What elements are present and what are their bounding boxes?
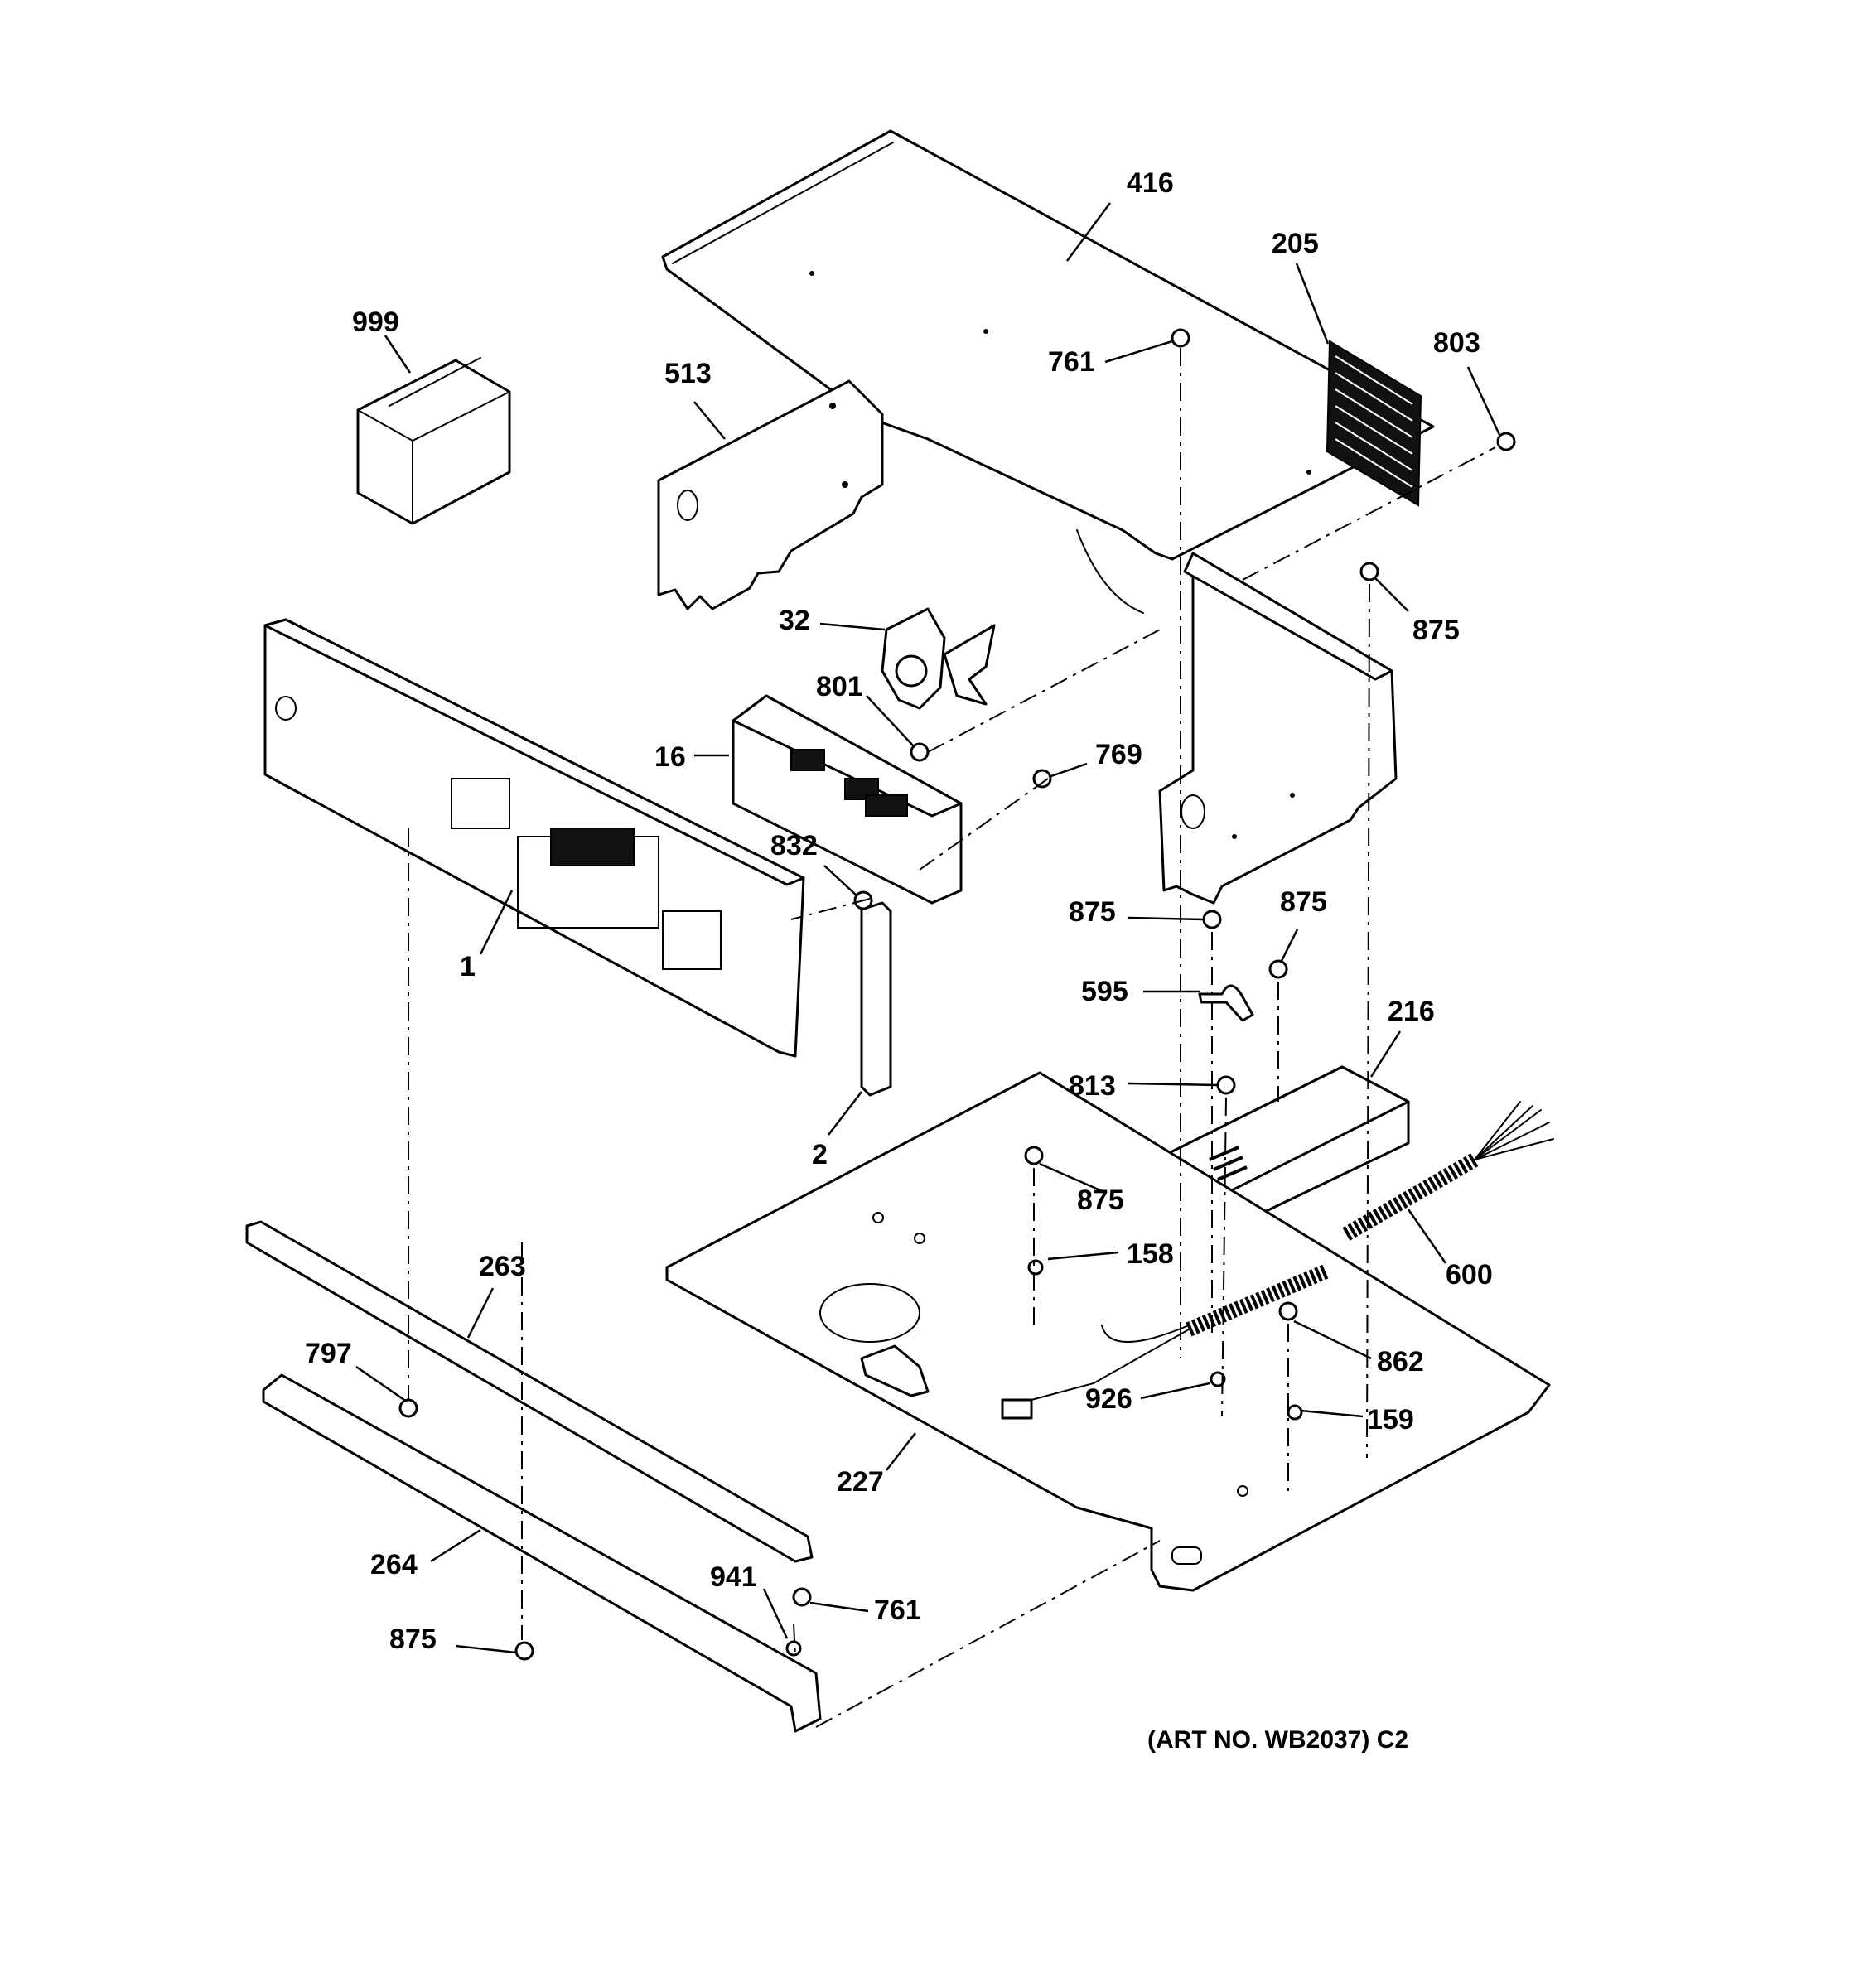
vent-grille-part: [1326, 340, 1422, 507]
callout-761: 761: [874, 1595, 921, 1626]
callout-832: 832: [770, 830, 818, 861]
front-trim-263-part: [245, 1220, 814, 1563]
rear-wrapper-part: [1076, 529, 1398, 905]
parts-box-part: [356, 357, 511, 525]
callout-595: 595: [1081, 976, 1128, 1007]
callout-761: 761: [1048, 346, 1095, 378]
callout-labels: 416 205 999 761 803 513 875 32 801 16 76…: [305, 167, 1493, 1655]
callout-875: 875: [1280, 886, 1327, 918]
front-trim-264-part: [262, 1373, 822, 1733]
callout-875: 875: [1069, 896, 1116, 928]
callout-16: 16: [654, 741, 686, 773]
bracket-part: [1198, 984, 1254, 1022]
base-plate-part: [665, 1071, 1551, 1592]
callout-941: 941: [710, 1561, 757, 1593]
callout-513: 513: [664, 358, 712, 389]
callout-216: 216: [1388, 996, 1435, 1027]
callout-875: 875: [1412, 615, 1460, 646]
callout-862: 862: [1377, 1346, 1424, 1378]
callout-875: 875: [1077, 1185, 1124, 1216]
keypad-grid: [451, 778, 722, 970]
leader-lines: [355, 202, 1501, 1654]
fan-motor-part: [881, 607, 996, 710]
callout-769: 769: [1095, 739, 1142, 770]
callout-600: 600: [1446, 1259, 1493, 1291]
callout-2: 2: [812, 1139, 828, 1170]
callout-801: 801: [816, 671, 863, 702]
callout-32: 32: [779, 605, 810, 636]
left-side-panel-part: [657, 379, 884, 610]
callout-416: 416: [1127, 167, 1174, 199]
top-cover-part: [661, 129, 1435, 561]
callout-205: 205: [1272, 228, 1319, 259]
callout-875: 875: [389, 1624, 437, 1655]
callout-803: 803: [1433, 327, 1480, 359]
callout-797: 797: [305, 1338, 352, 1369]
callout-999: 999: [352, 306, 399, 338]
callout-159: 159: [1367, 1404, 1414, 1436]
callout-158: 158: [1127, 1238, 1174, 1270]
side-trim-part: [860, 901, 892, 1097]
callout-263: 263: [479, 1251, 526, 1282]
callout-1: 1: [460, 951, 476, 982]
callout-926: 926: [1085, 1383, 1132, 1415]
callout-813: 813: [1069, 1070, 1116, 1102]
control-board-part: [732, 694, 963, 905]
callout-227: 227: [837, 1466, 884, 1498]
assembly-guide-lines: [408, 348, 1496, 1728]
art-number-caption: (ART NO. WB2037) C2: [1147, 1726, 1408, 1754]
callout-264: 264: [370, 1549, 418, 1580]
control-panel-part: [263, 618, 805, 1058]
